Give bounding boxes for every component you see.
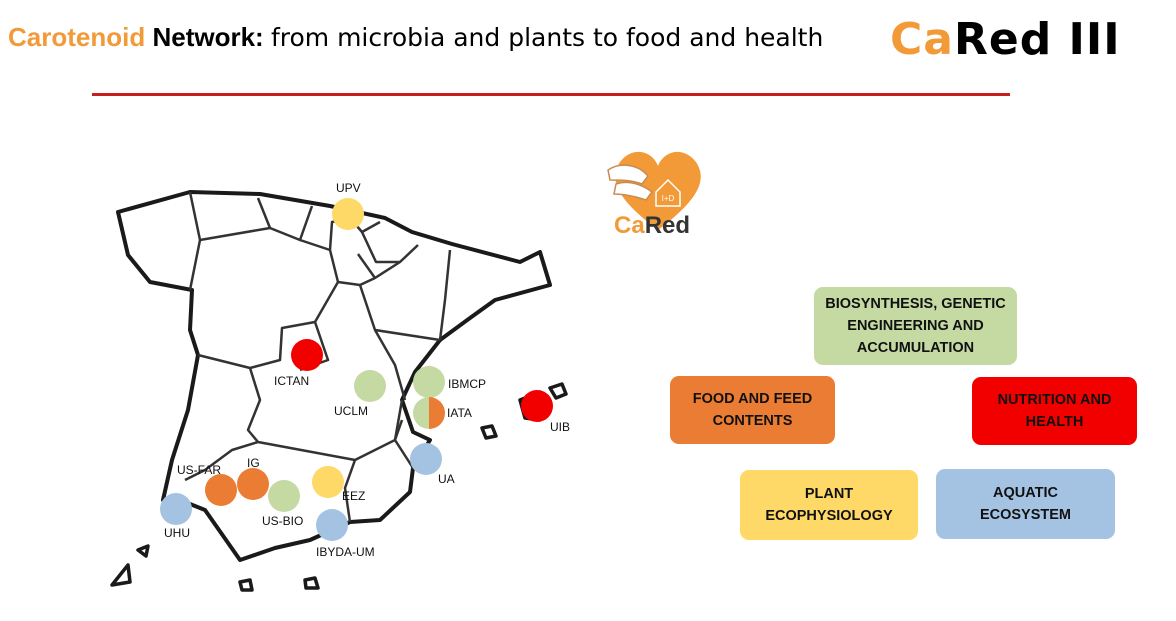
header-divider <box>92 93 1010 96</box>
site-marker-uclm <box>354 370 386 402</box>
canary-island <box>136 544 150 558</box>
box-nutrition-health: NUTRITION AND HEALTH <box>972 377 1137 445</box>
balearic-island <box>480 424 498 440</box>
box-nutrition-health-label: NUTRITION AND HEALTH <box>997 392 1112 430</box>
site-label-ig: IG <box>247 456 260 470</box>
site-label-ibyda-um: IBYDA-UM <box>316 545 375 559</box>
map-border <box>328 244 419 287</box>
balearic-island <box>548 382 568 400</box>
site-label-ua: UA <box>438 472 455 486</box>
box-food-feed: FOOD AND FEED CONTENTS <box>670 376 835 444</box>
site-markers <box>160 198 553 541</box>
site-label-eez: EEZ <box>342 489 366 503</box>
melilla <box>303 576 320 590</box>
site-marker-ua <box>410 443 442 475</box>
map-border <box>343 459 357 523</box>
site-label-uclm: UCLM <box>334 404 369 418</box>
site-marker-uib <box>521 390 553 422</box>
box-aquatic-ecosystem-label: AQUATIC ECOSYSTEM <box>979 485 1072 523</box>
site-label-ictan: ICTAN <box>274 374 310 388</box>
box-plant-ecophysiology: PLANT ECOPHYSIOLOGY <box>740 470 918 540</box>
cared-iii-logo: CaRed III <box>890 14 1121 65</box>
site-marker-us-far <box>205 474 237 506</box>
cared-heart-logo: I+D <box>607 151 701 230</box>
logo-ca: Ca <box>890 14 954 65</box>
logo-rest: Red III <box>953 14 1121 65</box>
map-border <box>188 191 202 291</box>
site-marker-uhu <box>160 493 192 525</box>
site-label-us-far: US-FAR <box>177 463 222 477</box>
map-border <box>356 253 377 279</box>
title-carotenoid: Carotenoid <box>8 22 146 52</box>
site-marker-eez <box>312 466 344 498</box>
site-label-uib: UIB <box>550 420 571 434</box>
map-border <box>393 419 415 469</box>
map-border <box>197 281 340 370</box>
site-label-uhu: UHU <box>164 526 190 540</box>
site-label-iata: IATA <box>447 406 472 420</box>
cared-ca: Ca <box>614 212 645 239</box>
map-border <box>360 231 400 264</box>
site-marker-ictan <box>291 339 323 371</box>
site-label-ibmcp: IBMCP <box>448 377 487 391</box>
site-label-us-bio: US-BIO <box>262 514 304 528</box>
site-marker-ibyda-um <box>316 509 348 541</box>
box-biosynthesis-label: BIOSYNTHESIS, GENETIC ENGINEERING AND AC… <box>825 296 1006 356</box>
site-marker-ibmcp <box>413 366 445 398</box>
map-border <box>184 440 259 482</box>
site-marker-us-bio <box>268 480 300 512</box>
cared-red: Red <box>644 212 691 239</box>
map-border <box>358 284 407 401</box>
site-marker-iata-left <box>413 397 429 429</box>
map-border <box>256 197 272 229</box>
canary-island <box>110 563 132 587</box>
site-marker-iata-right <box>429 397 445 429</box>
map-border <box>438 249 452 341</box>
site-marker-upv <box>332 198 364 230</box>
title-network: Network: <box>152 22 264 52</box>
box-aquatic-ecosystem: AQUATIC ECOSYSTEM <box>936 469 1115 539</box>
box-biosynthesis: BIOSYNTHESIS, GENETIC ENGINEERING AND AC… <box>814 287 1017 365</box>
hands-icon <box>607 164 654 201</box>
map-border <box>374 328 441 342</box>
map-border <box>199 205 314 242</box>
page-title: Carotenoid Network: from microbia and pl… <box>8 22 823 53</box>
badge-text: I+D <box>662 194 675 203</box>
site-marker-ig <box>237 468 269 500</box>
title-subtitle: from microbia and plants to food and hea… <box>270 23 824 52</box>
house-icon <box>655 178 681 207</box>
cared-logo-text: CaRed <box>614 212 690 240</box>
box-plant-ecophysiology-label: PLANT ECOPHYSIOLOGY <box>765 486 893 524</box>
box-food-feed-label: FOOD AND FEED CONTENTS <box>692 391 813 429</box>
site-label-upv: UPV <box>336 181 361 195</box>
ceuta <box>238 578 254 592</box>
